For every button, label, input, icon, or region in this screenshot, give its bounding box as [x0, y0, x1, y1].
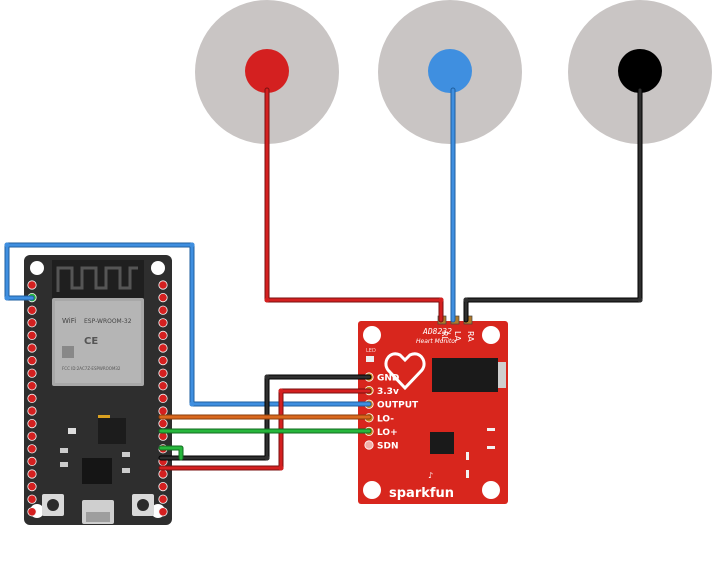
esp32-pin: [158, 330, 168, 340]
esp32-pin: [158, 292, 168, 303]
esp32-pin: [27, 368, 37, 378]
en-button[interactable]: [42, 494, 64, 516]
electrode-jack: [432, 358, 498, 392]
wifi-logo-text: WiFi: [62, 317, 76, 325]
module-pin-label: GND: [377, 374, 399, 384]
esp32-pin: [158, 393, 168, 403]
esp32-pin: [27, 280, 37, 290]
esp32-pin: [158, 318, 168, 328]
esp32-pin: [158, 507, 168, 517]
wires: [4, 87, 643, 471]
module-pin: [364, 440, 374, 450]
module-pin-label: OUTPUT: [377, 401, 419, 411]
module-pin-label: LO+: [377, 428, 398, 438]
module-pin-label: 3.3v: [377, 387, 399, 397]
boot-button[interactable]: [132, 494, 154, 516]
module-pin-label: LO-: [377, 414, 394, 424]
ad8232-ic-icon: [430, 432, 454, 454]
ad8232-board: AD8232 Heart Monitor LED ♪ sparkfun RL LA…: [358, 315, 508, 504]
esp32-pin: [27, 418, 37, 429]
electrode-label: RA: [466, 331, 475, 342]
ad8232-chip-label: AD8232: [422, 327, 452, 336]
esp32-pin: [158, 368, 168, 378]
esp32-pin: [27, 355, 37, 366]
esp32-pin: [158, 418, 168, 429]
esp32-pin: [158, 494, 168, 504]
esp32-pin: [27, 507, 37, 517]
esp32-pin: [27, 330, 37, 340]
electrode-label: LA: [453, 331, 462, 342]
esp32-pin: [27, 469, 37, 479]
led-label: LED: [366, 348, 376, 354]
esp32-pin: [27, 456, 37, 466]
heart-monitor-label: Heart Monitor: [416, 338, 458, 345]
wire-junctions: [4, 242, 643, 471]
fcc-id: FCC ID:2AC7Z-ESPWROOM32: [62, 366, 121, 371]
esp32-pin: [158, 355, 168, 366]
esp32-pin: [158, 305, 168, 315]
esp32-board: WiFi ESP-WROOM-32 CE FCC ID:2AC7Z-ESPWRO…: [24, 255, 172, 525]
esp32-pin: [27, 305, 37, 315]
esp32-pin: [158, 280, 168, 290]
esp32-pin: [27, 481, 37, 492]
esp32-pin: [158, 343, 168, 353]
svg-text:♪: ♪: [428, 471, 433, 480]
esp32-pin: [158, 469, 168, 479]
usb-chip-icon: [82, 458, 112, 484]
electrode-label: RL: [440, 331, 449, 342]
esp32-pin: [27, 318, 37, 328]
qr-code-icon: [62, 346, 74, 358]
esp32-pin: [27, 343, 37, 353]
esp32-pin: [27, 381, 37, 391]
esp32-pin: [158, 381, 168, 391]
esp32-pin: [158, 481, 168, 492]
esp32-pin: [27, 431, 37, 441]
module-pin-label: SDN: [377, 442, 399, 452]
esp32-pin: [27, 494, 37, 504]
electrode-pad-red: [195, 0, 339, 144]
ce-mark: CE: [84, 336, 98, 347]
esp-module-name: ESP-WROOM-32: [84, 318, 132, 325]
esp32-pin: [27, 406, 37, 416]
esp32-pin: [158, 406, 168, 416]
esp32-pin: [27, 393, 37, 403]
esp32-pin: [27, 444, 37, 454]
heart-icon: [384, 352, 426, 391]
electrode-pad-blue: [378, 0, 522, 144]
electrode-pad-black: [568, 0, 712, 144]
sparkfun-logo: sparkfun: [389, 486, 454, 501]
